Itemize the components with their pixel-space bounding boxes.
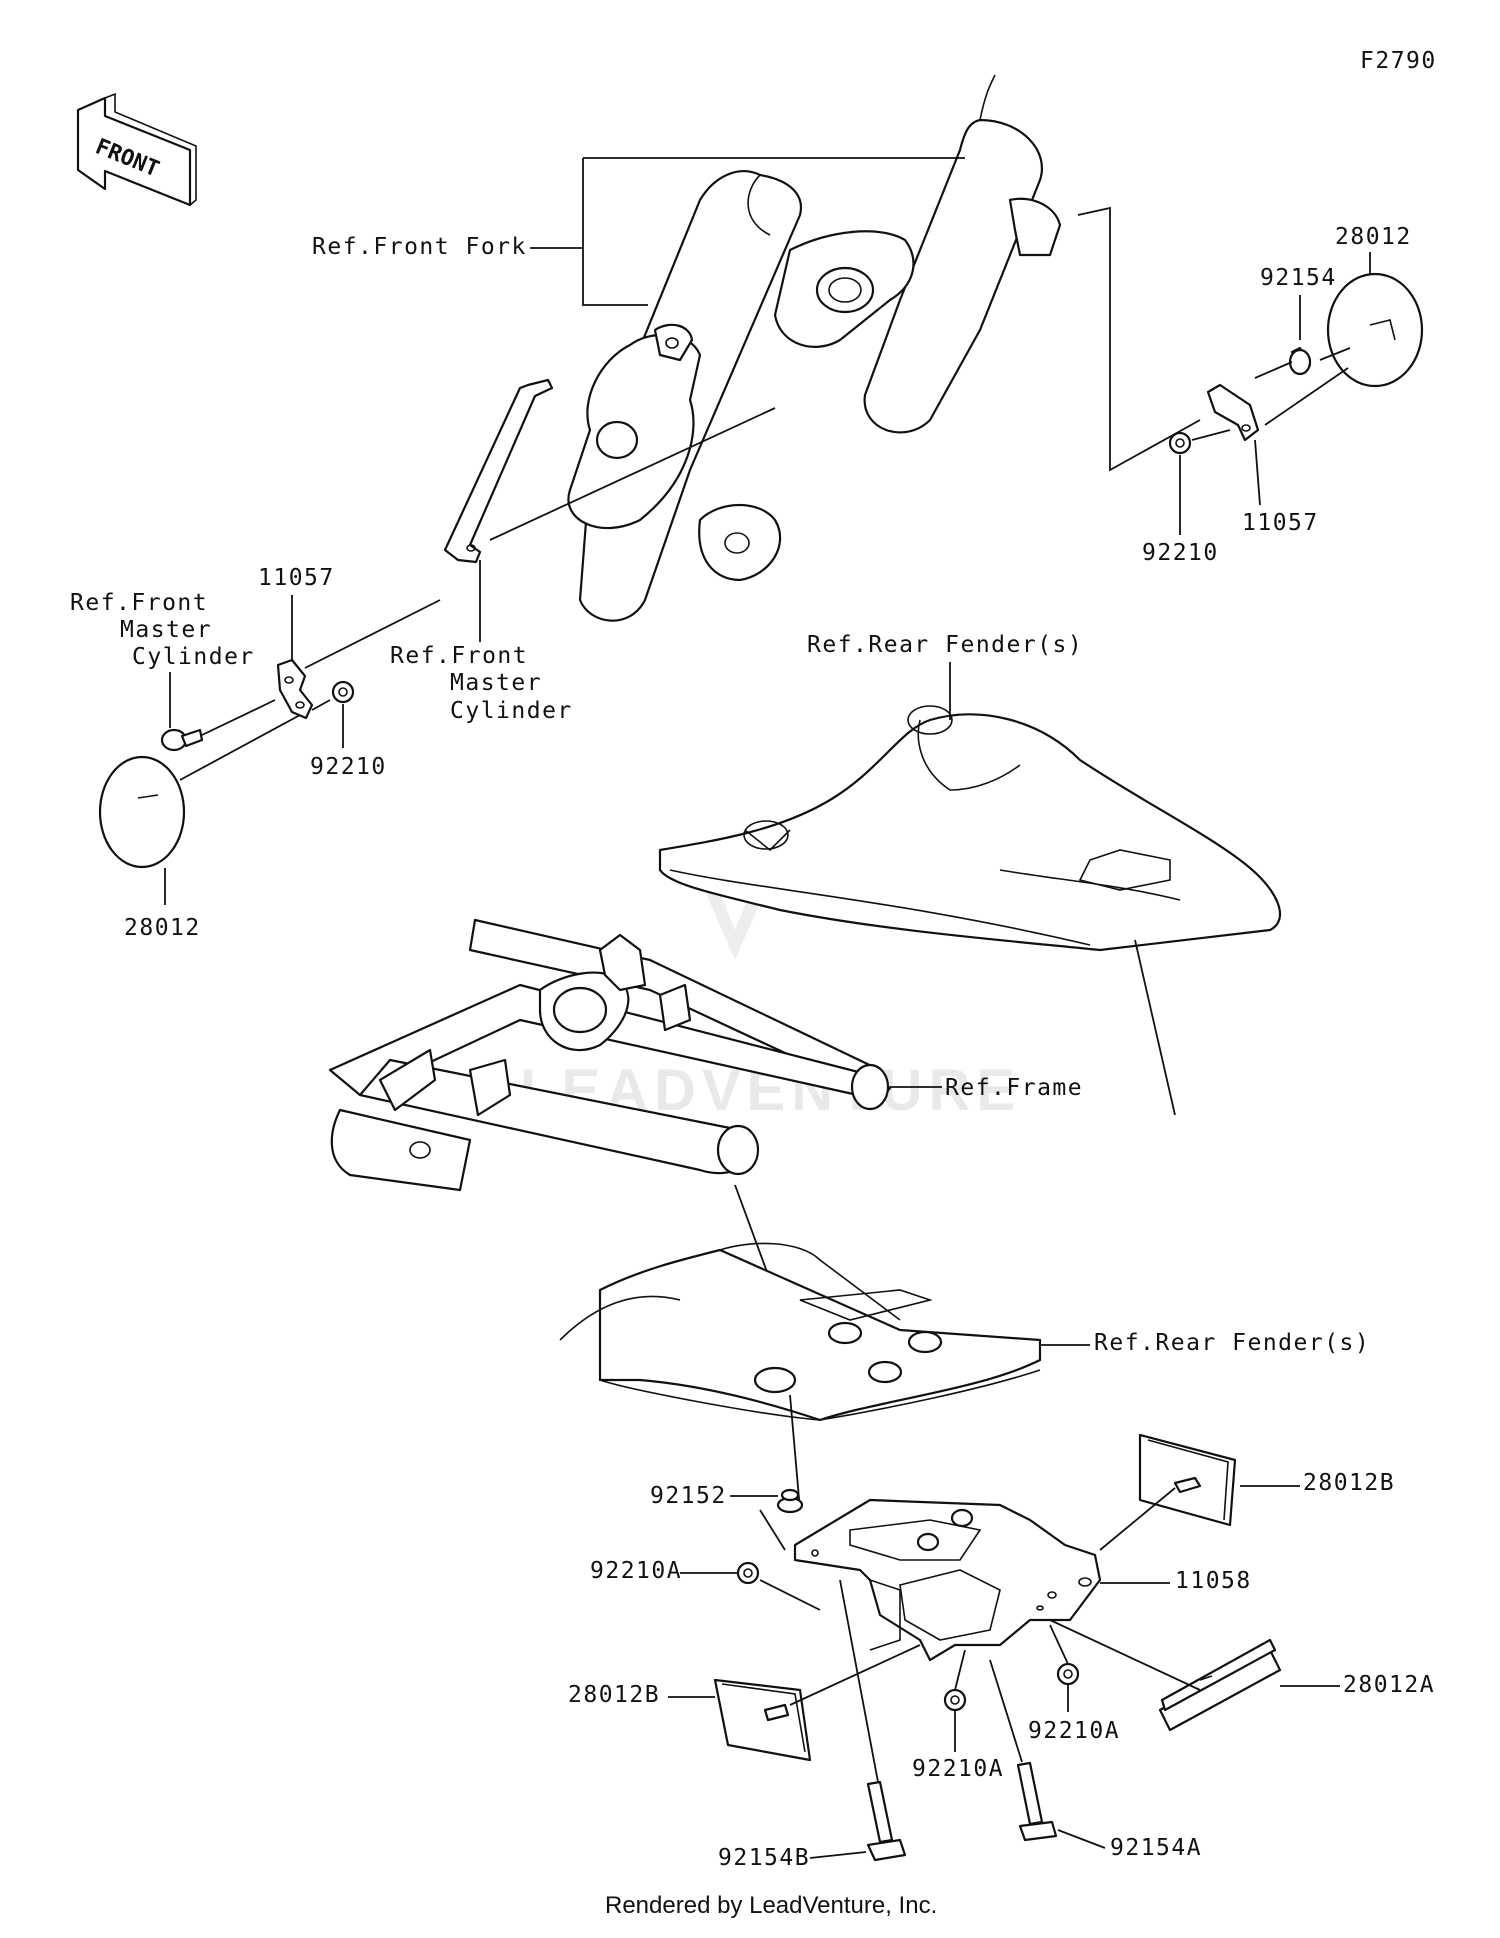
diagram-code: F2790 <box>1360 48 1437 74</box>
label-28012-right: 28012 <box>1335 224 1412 250</box>
front-arrow-icon: FRONT <box>76 92 197 207</box>
right-front-reflector-group <box>1077 206 1424 472</box>
label-92152: 92152 <box>650 1483 727 1509</box>
label-92210A-right: 92210A <box>1028 1718 1120 1744</box>
bolt-92154A <box>1016 1761 1044 1826</box>
label-ref-front-master-cyl-mid-1: Ref.Front <box>390 643 528 669</box>
label-ref-rear-fender-top: Ref.Rear Fender(s) <box>807 632 1083 658</box>
label-28012B-left: 28012B <box>568 1682 660 1708</box>
label-ref-front-master-cyl-mid-3: Cylinder <box>450 698 573 724</box>
label-11058: 11058 <box>1175 1568 1252 1594</box>
master-cylinder-bracket <box>443 378 554 564</box>
label-92154-right: 92154 <box>1260 265 1337 291</box>
reflector-28012-right <box>1326 272 1424 388</box>
rear-bracket-assembly <box>713 1433 1282 1862</box>
label-28012-left: 28012 <box>124 915 201 941</box>
nut-92210A-mid <box>943 1688 967 1712</box>
label-ref-front-fork: Ref.Front Fork <box>312 234 527 260</box>
label-ref-front-master-cyl-left-3: Cylinder <box>132 644 255 670</box>
rear-fender-upper-illustration <box>658 705 1282 1116</box>
frame-illustration <box>328 918 942 1281</box>
label-ref-front-master-cyl-mid-2: Master <box>450 670 542 696</box>
label-11057-right: 11057 <box>1242 510 1319 536</box>
bracket-11058 <box>793 1498 1102 1662</box>
label-ref-front-master-cyl-left-1: Ref.Front <box>70 590 208 616</box>
label-ref-front-master-cyl-left-2: Master <box>120 617 212 643</box>
label-92210A-mid: 92210A <box>912 1756 1004 1782</box>
rear-fender-lower-illustration <box>559 1242 1090 1511</box>
nut-92210A-left <box>736 1561 760 1585</box>
label-28012B-right: 28012B <box>1303 1470 1395 1496</box>
nut-92210-left <box>331 680 355 704</box>
footer-credit: Rendered by LeadVenture, Inc. <box>605 1892 937 1919</box>
nut-92210A-right <box>1056 1662 1080 1686</box>
label-92210-right: 92210 <box>1142 540 1219 566</box>
label-28012A: 28012A <box>1343 1672 1435 1698</box>
bolt-92154B <box>866 1780 894 1844</box>
bolt-left <box>160 728 188 752</box>
label-92210A-left: 92210A <box>590 1558 682 1584</box>
label-92210-left: 92210 <box>310 754 387 780</box>
front-fork-illustration <box>567 74 1062 622</box>
reflector-28012-left <box>98 755 186 869</box>
label-92154A: 92154A <box>1110 1835 1202 1861</box>
label-11057-left: 11057 <box>258 565 335 591</box>
reflector-28012B-left <box>713 1678 812 1762</box>
label-ref-rear-fender-bottom: Ref.Rear Fender(s) <box>1094 1330 1370 1356</box>
label-ref-frame: Ref.Frame <box>945 1075 1083 1101</box>
left-front-reflector-group <box>98 378 776 869</box>
label-92154B: 92154B <box>718 1845 810 1871</box>
nut-92210-right <box>1168 431 1192 455</box>
bracket-11057-left <box>276 658 314 720</box>
bracket-11057-right <box>1206 383 1260 442</box>
